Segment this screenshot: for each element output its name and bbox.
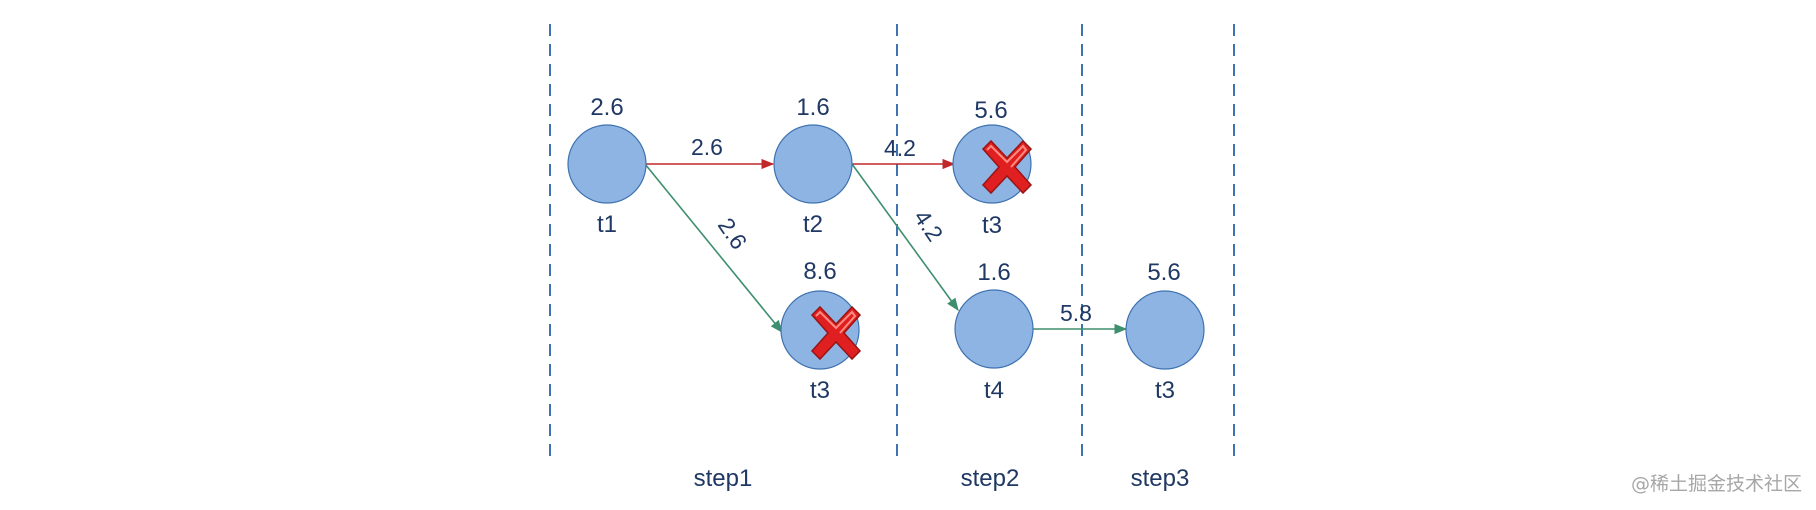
node-step1-t3: 8.6 t3 <box>780 258 861 404</box>
node-label: t2 <box>803 211 823 238</box>
node-step2-t4: 1.6 t4 <box>954 259 1034 404</box>
node-step1-t1: 2.6 t1 <box>567 94 647 238</box>
node-score: 1.6 <box>796 94 829 121</box>
node-label: t3 <box>1155 377 1175 404</box>
node-circle <box>952 124 1032 204</box>
node-score: 1.6 <box>977 259 1010 286</box>
edge-label-t2-t3: 4.2 <box>884 135 916 161</box>
step-label-step3: step3 <box>1131 465 1190 492</box>
step-label-step2: step2 <box>961 465 1020 492</box>
node-circle <box>780 290 860 370</box>
node-label: t3 <box>810 377 830 404</box>
step-label-step1: step1 <box>694 465 753 492</box>
edge-label-t4-t3: 5.8 <box>1060 300 1092 326</box>
node-step3-t3: 5.6 t3 <box>1125 259 1205 404</box>
node-label: t1 <box>597 211 617 238</box>
node-step2-t3: 5.6 t3 <box>952 97 1032 239</box>
edge-t2-to-t4 <box>851 163 959 312</box>
edge-label-t1-t3: 2.6 <box>713 213 752 254</box>
edge-label-t2-t4: 4.2 <box>909 205 948 246</box>
node-score: 5.6 <box>1147 259 1180 286</box>
node-circle <box>1125 290 1205 370</box>
node-label: t4 <box>984 377 1004 404</box>
edge-t1-to-t3 <box>644 163 783 333</box>
node-score: 5.6 <box>974 97 1007 124</box>
edge-label-t1-t2: 2.6 <box>691 134 723 160</box>
watermark: @稀土掘金技术社区 <box>1631 473 1802 495</box>
node-circle <box>773 124 853 204</box>
node-step1-t2: 1.6 t2 <box>773 94 853 238</box>
node-score: 8.6 <box>803 258 836 285</box>
node-label: t3 <box>982 212 1002 239</box>
node-circle <box>954 289 1034 369</box>
node-score: 2.6 <box>590 94 623 121</box>
node-circle <box>567 124 647 204</box>
